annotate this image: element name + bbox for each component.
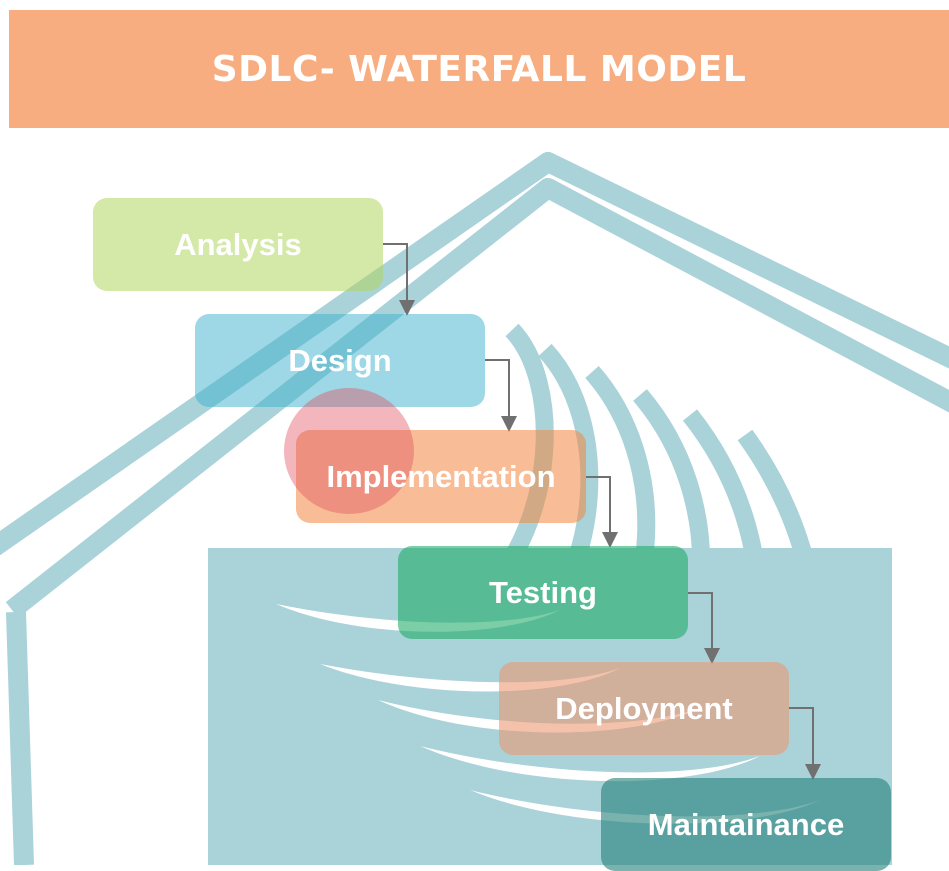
stage-design-label: Design — [288, 342, 392, 378]
stage-analysis: Analysis — [93, 198, 383, 291]
stage-design: Design — [195, 314, 485, 407]
stage-implementation: Implementation — [296, 430, 586, 523]
title-banner: SDLC- WATERFALL MODEL — [9, 10, 949, 128]
page-title: SDLC- WATERFALL MODEL — [211, 48, 747, 90]
stage-analysis-label: Analysis — [174, 226, 302, 262]
stage-testing: Testing — [398, 546, 688, 639]
stage-maintainance-label: Maintainance — [647, 806, 845, 842]
stage-testing-label: Testing — [489, 574, 597, 610]
stage-maintainance: Maintainance — [601, 778, 891, 871]
highlight-circle — [284, 388, 414, 514]
stage-implementation-label: Implementation — [326, 458, 556, 494]
stage-deployment-label: Deployment — [555, 690, 733, 726]
stage-deployment: Deployment — [499, 662, 789, 755]
